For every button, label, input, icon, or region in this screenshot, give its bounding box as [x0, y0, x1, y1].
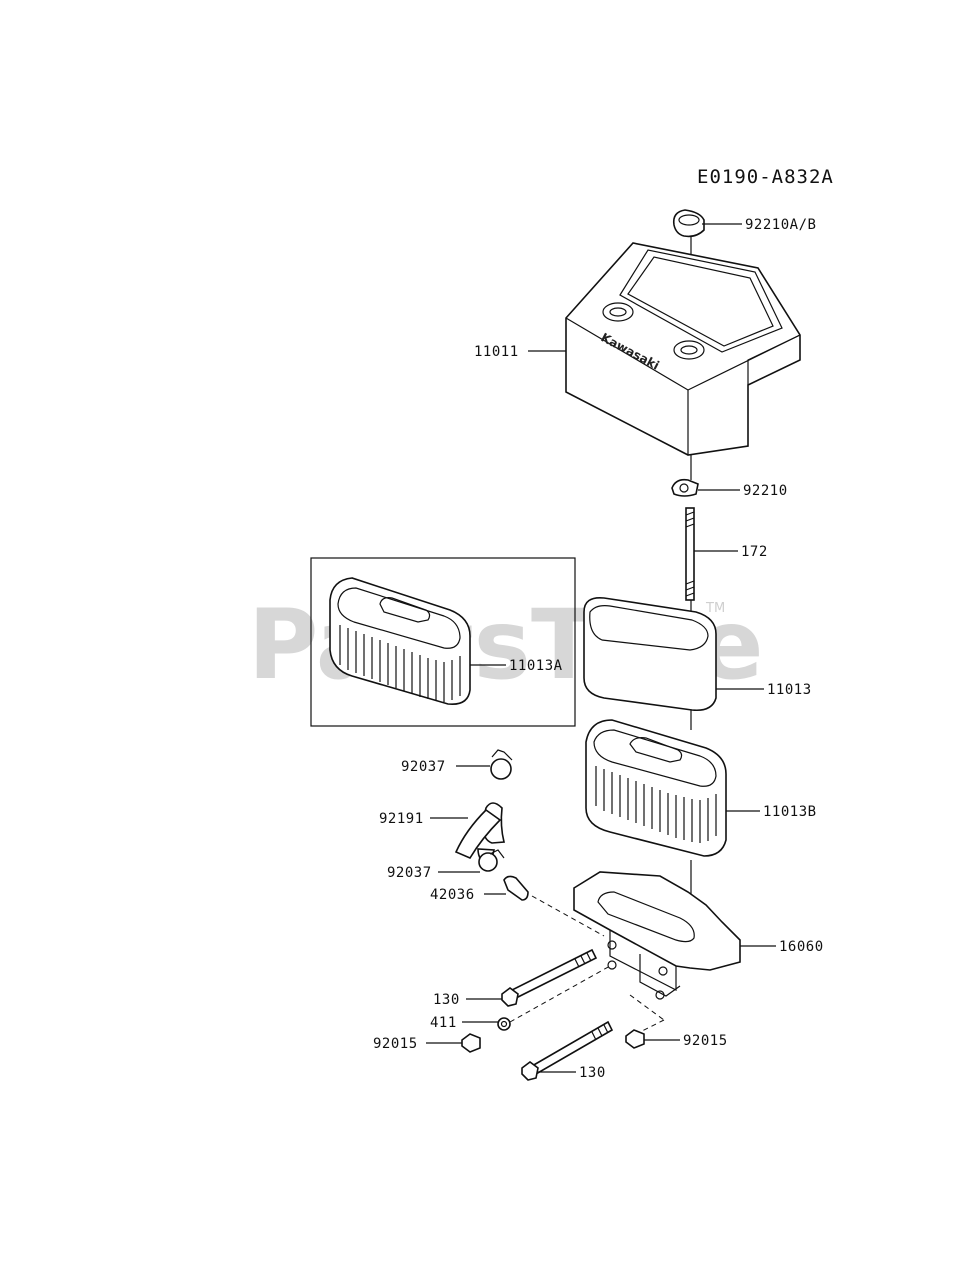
part-label-11013[interactable]: 11013 — [767, 682, 812, 698]
stud-part — [685, 507, 695, 601]
guide-nut-b — [639, 1019, 665, 1033]
part-label-92037-upper[interactable]: 92037 — [401, 759, 446, 775]
guide-fitting — [531, 895, 605, 937]
part-label-92037-lower[interactable]: 92037 — [387, 865, 432, 881]
inset-box — [310, 557, 576, 727]
watermark-trademark: TM — [705, 601, 725, 616]
part-label-11011[interactable]: 11011 — [474, 344, 519, 360]
part-label-16060[interactable]: 16060 — [779, 939, 824, 955]
air-filter-inset — [329, 577, 471, 706]
hose-clamp-upper — [490, 749, 513, 780]
part-label-92210[interactable]: 92210 — [743, 483, 788, 499]
bolt-lower — [521, 1020, 614, 1081]
fitting-part — [503, 875, 529, 901]
part-label-42036[interactable]: 42036 — [430, 887, 475, 903]
part-label-92015-left[interactable]: 92015 — [373, 1036, 418, 1052]
washer-part — [497, 1017, 511, 1031]
part-label-92210ab[interactable]: 92210A/B — [745, 217, 816, 233]
air-filter-part — [585, 719, 727, 857]
nut-left — [461, 1033, 481, 1053]
part-label-172[interactable]: 172 — [741, 544, 768, 560]
part-label-11013b[interactable]: 11013B — [763, 804, 817, 820]
part-label-11013a[interactable]: 11013A — [509, 658, 563, 674]
part-label-411[interactable]: 411 — [430, 1015, 457, 1031]
bolt-upper — [501, 948, 598, 1007]
part-label-92015-right[interactable]: 92015 — [683, 1033, 728, 1049]
guide-washer — [509, 965, 611, 1023]
diagram-code: E0190-A832A — [697, 166, 834, 188]
guide-nut-a — [629, 994, 665, 1021]
clip-part — [671, 478, 699, 497]
leader-lines — [426, 223, 776, 1073]
nut-right — [625, 1029, 645, 1049]
air-cleaner-cover: Kawasaki — [565, 242, 801, 456]
pre-cleaner-part — [583, 596, 717, 712]
part-label-130-upper[interactable]: 130 — [433, 992, 460, 1008]
knob-part — [672, 209, 705, 238]
part-label-130-lower[interactable]: 130 — [579, 1065, 606, 1081]
part-label-92191[interactable]: 92191 — [379, 811, 424, 827]
air-cleaner-base — [573, 871, 741, 1000]
hose-clamp-lower — [478, 849, 505, 872]
